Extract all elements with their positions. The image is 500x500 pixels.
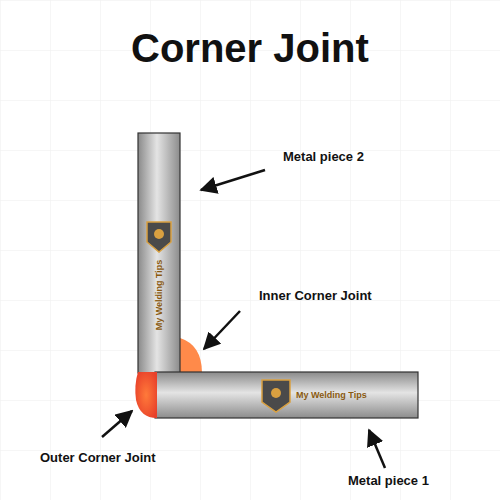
inner-weld [180,338,202,373]
part-label: Inner Corner Joint [259,288,372,303]
part-label: Metal piece 1 [348,473,429,488]
outer-weld [135,372,157,418]
diagram-title: Corner Joint [131,26,369,71]
leader-arrow [369,430,385,468]
watermark: My Welding Tips [296,390,367,400]
logo-icon [147,222,171,252]
logo-icon [262,380,290,412]
watermark: My Welding Tips [154,260,164,331]
leader-arrow [204,311,240,349]
metal-piece-2 [138,133,180,373]
metal-piece-1 [155,372,418,418]
part-label: Metal piece 2 [283,149,364,164]
leader-arrow [102,411,132,437]
part-label: Outer Corner Joint [40,450,156,465]
leader-arrow [201,170,265,190]
